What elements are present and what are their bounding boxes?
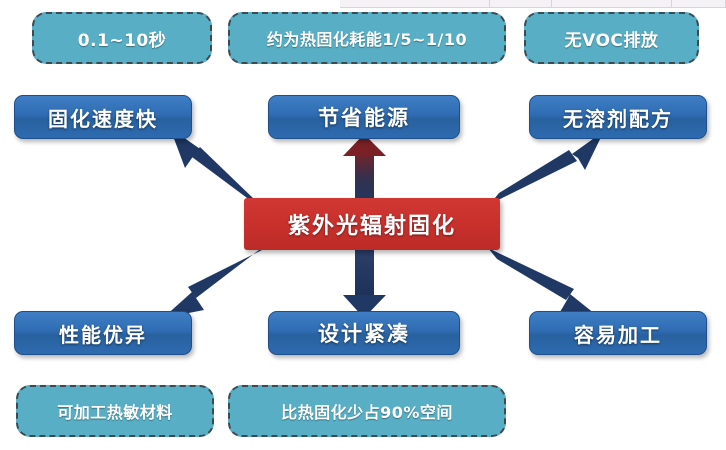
detail-label: 0.1~10秒 (77, 30, 167, 51)
benefit-box-compact-design[interactable]: 设计紧凑 (268, 311, 460, 355)
benefit-label: 容易加工 (574, 322, 662, 347)
arrow-to-save-energy (343, 134, 386, 202)
detail-box-energy-ratio[interactable]: 约为热固化耗能1/5~1/10 (228, 12, 506, 64)
detail-box-heat-sensitive[interactable]: 可加工热敏材料 (16, 385, 214, 437)
benefit-box-solvent-free[interactable]: 无溶剂配方 (529, 95, 707, 139)
benefit-label: 性能优异 (59, 322, 147, 347)
detail-label: 比热固化少占90%空间 (281, 403, 453, 422)
benefit-label: 固化速度快 (48, 106, 158, 131)
benefit-label: 无溶剂配方 (563, 106, 673, 131)
detail-box-cure-time[interactable]: 0.1~10秒 (32, 12, 212, 64)
benefit-box-performance[interactable]: 性能优异 (14, 311, 192, 355)
center-label: 紫外光辐射固化 (287, 214, 456, 239)
benefit-box-easy-processing[interactable]: 容易加工 (529, 311, 707, 355)
benefit-box-cure-speed[interactable]: 固化速度快 (14, 95, 192, 139)
artifact-cell (490, 0, 552, 8)
benefit-label: 设计紧凑 (318, 322, 410, 346)
detail-box-no-voc[interactable]: 无VOC排放 (524, 12, 699, 64)
detail-box-space-saving[interactable]: 比热固化少占90%空间 (228, 385, 506, 437)
benefit-box-save-energy[interactable]: 节省能源 (268, 95, 460, 139)
arrow-to-compact-design (343, 249, 386, 318)
artifact-cell (552, 0, 672, 8)
detail-label: 可加工热敏材料 (57, 403, 173, 422)
center-box-uv-curing[interactable]: 紫外光辐射固化 (244, 198, 500, 250)
arrow-to-easy-processing (488, 248, 600, 318)
detail-label: 约为热固化耗能1/5~1/10 (266, 30, 468, 49)
benefit-label: 节省能源 (318, 106, 410, 130)
detail-label: 无VOC排放 (564, 30, 659, 51)
arrow-to-performance (163, 240, 272, 318)
artifact-cell (340, 0, 490, 8)
arrow-to-solvent-free (490, 131, 604, 204)
